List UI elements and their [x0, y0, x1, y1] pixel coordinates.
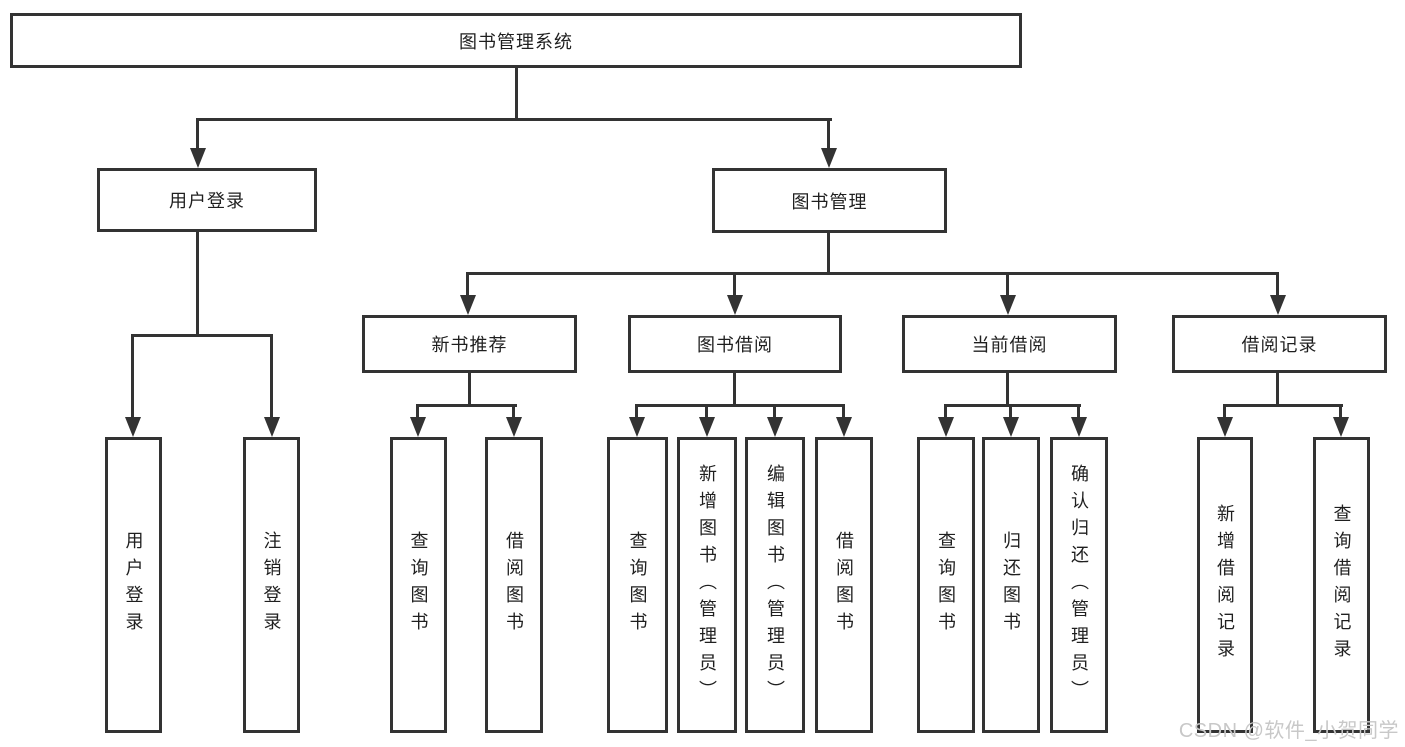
connector-hline [196, 118, 832, 121]
connector-hline [1223, 404, 1343, 407]
leaf-borrow-books-label: 借阅图书 [834, 531, 854, 639]
leaf-edit-book-admin-label: 编辑图书（管理员） [765, 463, 785, 707]
leaf-query-books-recommend-label: 查询图书 [408, 531, 429, 639]
arrow-down-icon [699, 417, 715, 437]
arrow-down-icon [1333, 417, 1349, 437]
connector-vline [1009, 404, 1012, 418]
connector-vline [131, 334, 134, 418]
arrow-down-icon [264, 417, 280, 437]
arrow-down-icon [125, 417, 141, 437]
node-book-borrow-label: 图书借阅 [697, 335, 773, 355]
connector-vline [827, 233, 830, 274]
leaf-query-books-current: 查询图书 [917, 437, 975, 733]
connector-vline [196, 118, 199, 150]
leaf-borrow-books-recommend-label: 借阅图书 [504, 531, 524, 639]
leaf-user-login-label: 用户登录 [123, 531, 144, 639]
leaf-return-books: 归还图书 [982, 437, 1040, 733]
arrow-down-icon [629, 417, 645, 437]
node-user-login-label: 用户登录 [169, 191, 245, 211]
leaf-add-book-admin: 新增图书（管理员） [677, 437, 737, 733]
arrow-down-icon [410, 417, 426, 437]
arrow-down-icon [821, 148, 837, 168]
connector-hline [466, 272, 1279, 275]
arrow-down-icon [190, 148, 206, 168]
arrow-down-icon [1000, 295, 1016, 315]
arrow-down-icon [1071, 417, 1087, 437]
leaf-confirm-return-admin-label: 确认归还（管理员） [1069, 463, 1089, 707]
leaf-edit-book-admin: 编辑图书（管理员） [745, 437, 805, 733]
connector-vline [515, 68, 518, 119]
leaf-borrow-books: 借阅图书 [815, 437, 873, 733]
connector-vline [196, 232, 199, 336]
connector-vline [733, 272, 736, 296]
node-new-book-recommend: 新书推荐 [362, 315, 577, 373]
arrow-down-icon [506, 417, 522, 437]
leaf-logout-label: 注销登录 [261, 531, 282, 639]
node-new-book-recommend-label: 新书推荐 [431, 335, 508, 355]
leaf-query-books-borrow-label: 查询图书 [627, 531, 648, 639]
connector-vline [1006, 272, 1009, 296]
connector-vline [1077, 404, 1080, 418]
leaf-logout: 注销登录 [243, 437, 300, 733]
connector-vline [1223, 404, 1226, 418]
leaf-query-books-borrow: 查询图书 [607, 437, 668, 733]
leaf-add-book-admin-label: 新增图书（管理员） [697, 463, 717, 707]
connector-vline [733, 373, 736, 406]
connector-vline [270, 334, 273, 418]
leaf-borrow-books-recommend: 借阅图书 [485, 437, 543, 733]
arrow-down-icon [460, 295, 476, 315]
connector-vline [416, 404, 419, 418]
leaf-query-books-recommend: 查询图书 [390, 437, 447, 733]
node-book-borrow: 图书借阅 [628, 315, 842, 373]
connector-vline [827, 118, 830, 150]
arrow-down-icon [836, 417, 852, 437]
connector-vline [512, 404, 515, 418]
node-book-management-label: 图书管理 [791, 191, 868, 212]
arrow-down-icon [767, 417, 783, 437]
connector-vline [773, 404, 776, 418]
arrow-down-icon [1270, 295, 1286, 315]
connector-vline [1276, 272, 1279, 296]
connector-vline [842, 404, 845, 418]
leaf-add-borrow-record: 新增借阅记录 [1197, 437, 1253, 733]
connector-vline [1339, 404, 1342, 418]
arrow-down-icon [938, 417, 954, 437]
connector-hline [635, 404, 845, 407]
watermark: CSDN @软件_小贺同学 [1178, 720, 1399, 742]
node-root-label: 图书管理系统 [459, 31, 573, 52]
leaf-query-borrow-record: 查询借阅记录 [1313, 437, 1370, 733]
leaf-user-login: 用户登录 [105, 437, 162, 733]
leaf-confirm-return-admin: 确认归还（管理员） [1050, 437, 1108, 733]
arrow-down-icon [1003, 417, 1019, 437]
leaf-return-books-label: 归还图书 [1001, 531, 1021, 639]
connector-hline [131, 334, 273, 337]
leaf-query-borrow-record-label: 查询借阅记录 [1331, 504, 1352, 666]
connector-vline [944, 404, 947, 418]
connector-vline [705, 404, 708, 418]
connector-vline [635, 404, 638, 418]
arrow-down-icon [727, 295, 743, 315]
connector-hline [944, 404, 1081, 407]
node-borrow-records-label: 借阅记录 [1241, 335, 1318, 355]
node-current-borrow-label: 当前借阅 [971, 335, 1048, 355]
connector-vline [468, 373, 471, 406]
node-user-login: 用户登录 [97, 168, 317, 232]
node-book-management: 图书管理 [712, 168, 947, 233]
node-current-borrow: 当前借阅 [902, 315, 1117, 373]
connector-hline [416, 404, 517, 407]
connector-vline [1276, 373, 1279, 406]
connector-vline [466, 272, 469, 296]
connector-vline [1006, 373, 1009, 406]
node-root: 图书管理系统 [10, 13, 1022, 68]
leaf-query-books-current-label: 查询图书 [936, 531, 956, 639]
arrow-down-icon [1217, 417, 1233, 437]
node-borrow-records: 借阅记录 [1172, 315, 1387, 373]
leaf-add-borrow-record-label: 新增借阅记录 [1215, 504, 1235, 666]
